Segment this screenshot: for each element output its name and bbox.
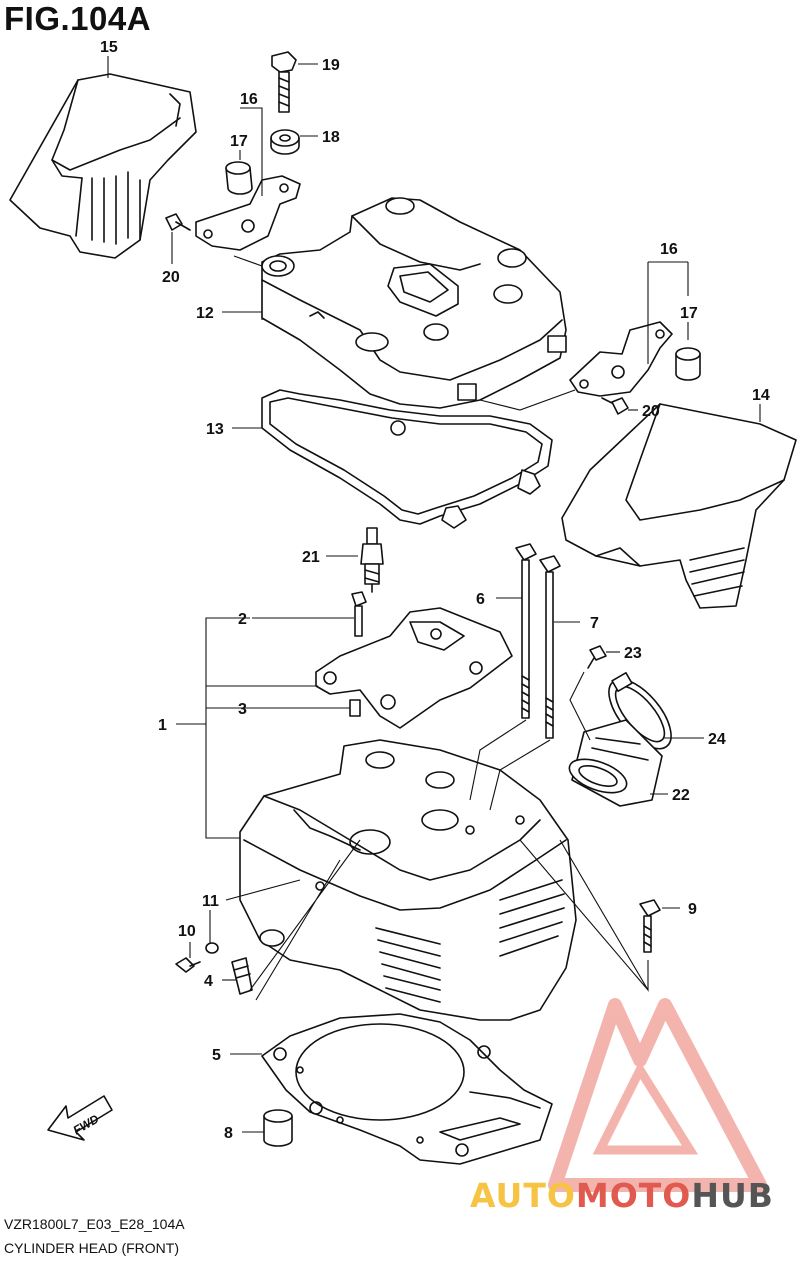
part-9-bolt bbox=[639, 899, 661, 953]
callout-18: 18 bbox=[322, 129, 340, 146]
callout-2: 2 bbox=[238, 611, 247, 628]
callout-6: 6 bbox=[476, 591, 485, 608]
part-18-grommet bbox=[270, 129, 300, 155]
part-2-bolt bbox=[351, 591, 367, 637]
callout-13: 13 bbox=[206, 421, 224, 438]
callout-24: 24 bbox=[708, 731, 726, 748]
brand-part-3: HUB bbox=[691, 1176, 774, 1215]
part-3-dowel bbox=[349, 699, 361, 717]
figure-name: CYLINDER HEAD (FRONT) bbox=[4, 1240, 180, 1256]
callout-3: 3 bbox=[238, 701, 247, 718]
part-1-camshaft-holder bbox=[315, 607, 513, 729]
callout-16-left: 16 bbox=[240, 91, 258, 108]
part-20-bolt-left bbox=[165, 213, 191, 231]
callout-7: 7 bbox=[590, 615, 599, 632]
part-21-spark-plug bbox=[360, 527, 384, 593]
callout-22: 22 bbox=[672, 787, 690, 804]
callout-14: 14 bbox=[752, 387, 770, 404]
callout-20-left: 20 bbox=[162, 269, 180, 286]
part-22-intake-pipe bbox=[568, 719, 663, 807]
part-7-long-bolt bbox=[539, 555, 561, 739]
part-15-cover bbox=[9, 73, 197, 259]
callout-11: 11 bbox=[202, 893, 219, 910]
callout-20-right: 20 bbox=[642, 403, 660, 420]
part-4-stud bbox=[231, 957, 253, 995]
fwd-arrow-icon: FWD bbox=[47, 1095, 113, 1141]
figure-title: FIG.104A bbox=[4, 0, 152, 37]
callout-4: 4 bbox=[204, 973, 213, 990]
callout-21: 21 bbox=[302, 549, 320, 566]
part-17-cushion-right bbox=[675, 347, 701, 381]
part-13-gasket bbox=[261, 389, 553, 529]
callout-19: 19 bbox=[322, 57, 340, 74]
part-8-dowel bbox=[263, 1109, 293, 1147]
part-1-cylinder-head bbox=[239, 739, 577, 1021]
callout-10: 10 bbox=[178, 923, 196, 940]
part-17-cushion-left bbox=[225, 161, 253, 195]
watermark-logo-mark bbox=[548, 998, 767, 1192]
part-16-bracket-left bbox=[195, 175, 301, 251]
callout-5: 5 bbox=[212, 1047, 221, 1064]
part-6-long-bolt bbox=[515, 543, 537, 719]
brand-part-1: AUTO bbox=[470, 1176, 576, 1215]
part-23-screw bbox=[587, 645, 607, 669]
callout-9: 9 bbox=[688, 901, 697, 918]
part-5-head-gasket bbox=[261, 1013, 553, 1165]
part-20-bolt-right bbox=[601, 397, 629, 415]
callout-1: 1 bbox=[158, 717, 167, 734]
part-10-bolt bbox=[175, 957, 201, 973]
part-14-cover bbox=[561, 403, 797, 609]
callout-numbers: 15 19 16 18 17 20 12 16 17 20 14 13 21 6… bbox=[100, 39, 770, 1142]
callout-15: 15 bbox=[100, 39, 118, 56]
callout-23: 23 bbox=[624, 645, 642, 662]
leader-lines bbox=[107, 56, 761, 1133]
part-12-head-cover bbox=[261, 197, 567, 409]
part-16-bracket-right bbox=[569, 321, 673, 397]
callout-12: 12 bbox=[196, 305, 214, 322]
callout-17-left: 17 bbox=[230, 133, 248, 150]
callout-8: 8 bbox=[224, 1125, 233, 1142]
figure-code: VZR1800L7_E03_E28_104A bbox=[4, 1216, 185, 1232]
part-19-bolt bbox=[271, 51, 297, 113]
callout-16-right: 16 bbox=[660, 241, 678, 258]
brand-part-2: MOTO bbox=[575, 1176, 692, 1215]
part-11-washer bbox=[205, 942, 219, 954]
watermark-brand: AUTOMOTOHUB bbox=[470, 1176, 774, 1215]
callout-17-right: 17 bbox=[680, 305, 698, 322]
